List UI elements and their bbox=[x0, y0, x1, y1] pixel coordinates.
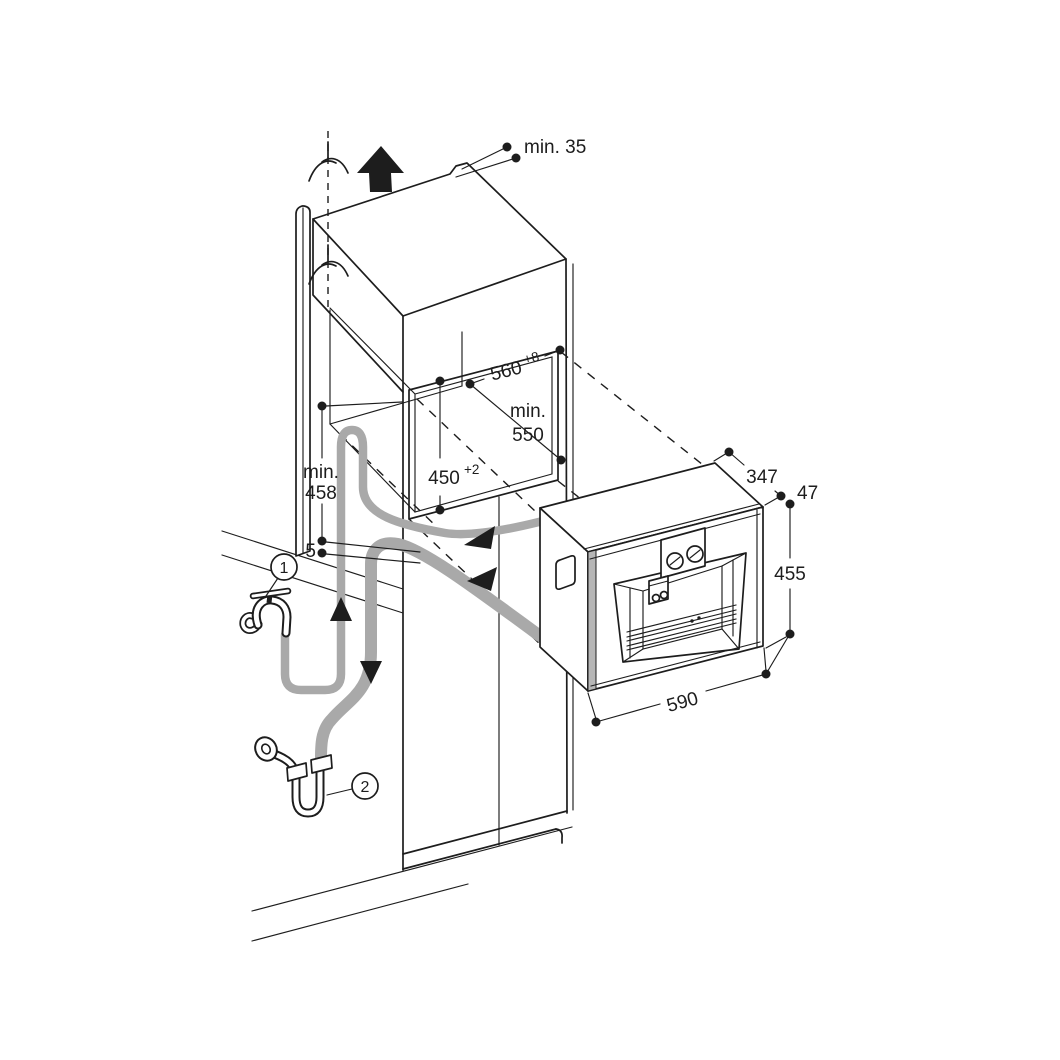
dim-label-450-tol: +2 bbox=[464, 462, 479, 477]
coupling-nut bbox=[310, 754, 333, 774]
up-arrow-icon bbox=[357, 146, 404, 192]
dim-label-458-min: min. bbox=[303, 462, 339, 483]
callout-2-label: 2 bbox=[361, 779, 370, 796]
cabinet-back-panel bbox=[295, 205, 311, 557]
coffee-spout bbox=[648, 575, 669, 605]
lower-cabinet bbox=[402, 496, 568, 870]
callout-water-tap: 1 bbox=[265, 553, 298, 597]
break-symbol-icon bbox=[308, 244, 349, 285]
coupling-nut bbox=[286, 762, 308, 782]
dim-label-590: 590 bbox=[665, 688, 701, 717]
dim-niche-height: 450 +2 bbox=[428, 376, 479, 515]
coffee-machine bbox=[539, 462, 764, 692]
dim-label-min35: min. 35 bbox=[524, 137, 586, 158]
p-trap-icon bbox=[254, 736, 333, 818]
dim-label-347: 347 bbox=[746, 467, 778, 488]
dim-label-455: 455 bbox=[774, 564, 806, 585]
niche-opening bbox=[329, 307, 559, 520]
floor-lines bbox=[251, 826, 573, 942]
dim-label-47: 47 bbox=[797, 483, 818, 504]
break-symbol-icon bbox=[308, 141, 349, 182]
diagonal-arrow-icon bbox=[464, 526, 495, 549]
down-arrow-icon bbox=[360, 661, 382, 684]
dim-label-560: 560 bbox=[488, 357, 524, 385]
dim-front-frame-depth: 47 bbox=[785, 483, 818, 509]
dim-back-gap: 5 bbox=[305, 536, 421, 564]
control-panel bbox=[660, 527, 706, 579]
diagonal-arrow-icon bbox=[467, 567, 497, 591]
frame-edge-shading bbox=[587, 549, 597, 692]
callout-1-label: 1 bbox=[280, 560, 289, 577]
dim-appliance-width: 590 bbox=[587, 636, 789, 727]
dim-appliance-height: 455 bbox=[765, 503, 806, 649]
dim-label-560-tol: +8 bbox=[522, 349, 541, 367]
dim-label-550-min: min. bbox=[510, 401, 546, 422]
dim-label-450: 450 bbox=[428, 468, 460, 489]
flow-arrows bbox=[330, 526, 497, 684]
faucet-icon bbox=[239, 587, 292, 638]
drip-tray bbox=[626, 604, 737, 651]
dim-appliance-depth: 347 bbox=[713, 447, 786, 506]
dim-label-5: 5 bbox=[305, 541, 316, 562]
dim-top-clearance: min. 35 bbox=[455, 137, 586, 178]
callout-drain-trap: 2 bbox=[326, 772, 379, 800]
dim-label-550: 550 bbox=[512, 425, 544, 446]
side-cutout bbox=[555, 554, 576, 591]
dim-label-458: 458 bbox=[305, 483, 337, 504]
dim-niche-depth: min. 550 bbox=[469, 383, 566, 465]
up-arrow-icon bbox=[330, 597, 352, 621]
upper-cabinet bbox=[312, 162, 574, 871]
drain-hose bbox=[314, 537, 546, 770]
dim-niche-width: 560 +8 bbox=[465, 345, 565, 389]
dimensions: min. 35 560 +8 min. 550 450 +2 bbox=[303, 137, 818, 727]
dim-riser-height: min. 458 bbox=[303, 401, 403, 542]
